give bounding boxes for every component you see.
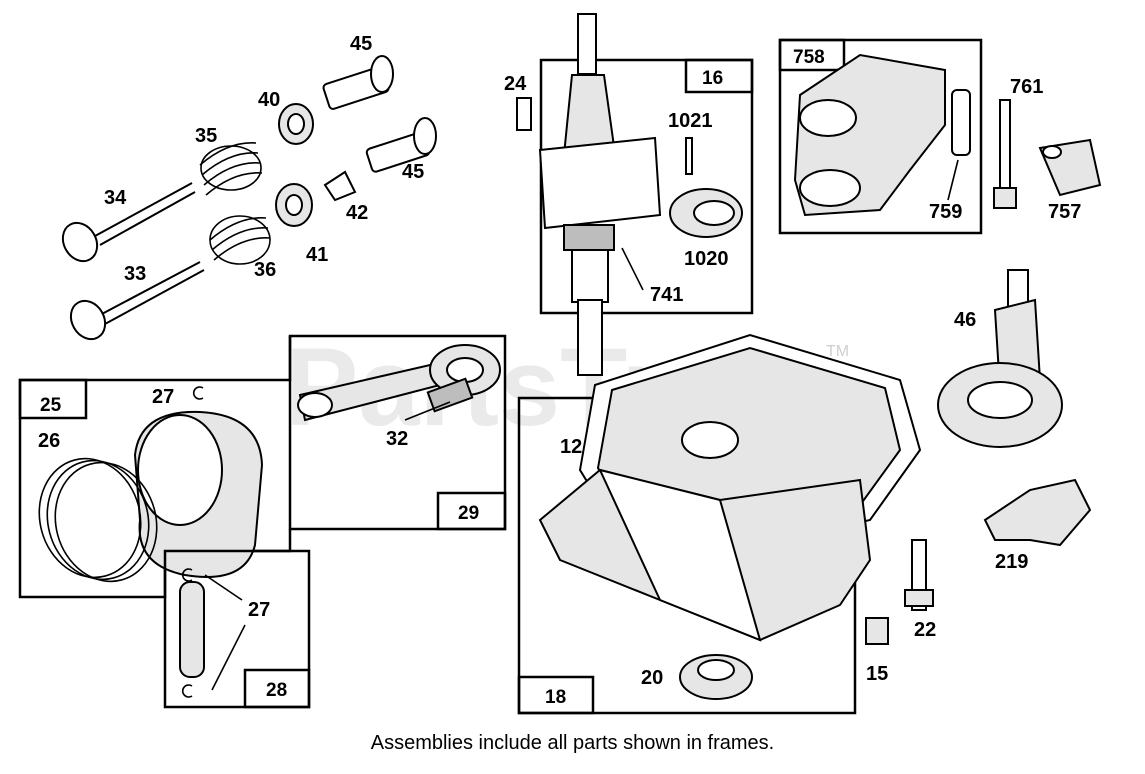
leader-32	[404, 401, 451, 421]
callout-32: 32	[386, 428, 408, 450]
frame-758	[778, 38, 983, 235]
part-36-valve-spring[interactable]	[209, 215, 271, 265]
part-33-valve[interactable]	[64, 261, 205, 345]
callout-40: 40	[258, 89, 280, 111]
part-46-camshaft[interactable]	[937, 269, 1063, 448]
callout-45-upper: 45	[350, 33, 372, 55]
callout-45-lower: 45	[402, 161, 424, 183]
part-42-keeper[interactable]	[323, 170, 357, 202]
callout-22: 22	[914, 619, 936, 641]
part-45-tappet-lower[interactable]	[365, 117, 437, 173]
part-758-bracket[interactable]	[793, 53, 946, 217]
callout-761: 761	[1010, 76, 1043, 98]
callout-1021: 1021	[668, 110, 713, 132]
frame-label-28: 28	[266, 680, 287, 701]
part-45-tappet-upper[interactable]	[322, 55, 394, 110]
part-22-bolt[interactable]	[904, 539, 934, 611]
callout-26: 26	[38, 430, 60, 452]
callout-46: 46	[954, 309, 976, 331]
callout-41: 41	[306, 244, 328, 266]
callout-27-lower: 27	[248, 599, 270, 621]
frame-label-16: 16	[702, 68, 723, 89]
part-15-plug[interactable]	[865, 617, 889, 645]
part-34-valve[interactable]	[56, 182, 196, 267]
part-35-valve-spring[interactable]	[199, 142, 263, 196]
frame-label-25: 25	[40, 395, 62, 416]
callout-219: 219	[995, 551, 1028, 573]
part-32-connecting-rod[interactable]	[297, 344, 501, 422]
callout-35: 35	[195, 125, 217, 147]
frame-label-29: 29	[458, 503, 479, 524]
leader-27-b	[211, 624, 246, 691]
part-27-clip-upper[interactable]	[192, 386, 204, 400]
part-761-bolt[interactable]	[993, 99, 1017, 209]
callout-12: 12	[560, 436, 582, 458]
callout-1020: 1020	[684, 248, 729, 270]
frame-29	[288, 334, 507, 531]
part-40-retainer[interactable]	[278, 103, 314, 145]
frame-28	[163, 549, 311, 709]
callout-34: 34	[104, 187, 127, 209]
callout-741: 741	[650, 284, 683, 306]
part-piston[interactable]	[133, 410, 264, 578]
part-741-crankshaft[interactable]	[538, 13, 662, 376]
callout-759: 759	[929, 201, 962, 223]
part-219-governor[interactable]	[983, 478, 1092, 547]
frame-label-18: 18	[545, 687, 566, 708]
callout-27-upper: 27	[152, 386, 174, 408]
part-759-sleeve[interactable]	[951, 89, 971, 156]
callout-24: 24	[504, 73, 527, 95]
part-757-link[interactable]	[1038, 138, 1102, 197]
part-28-wrist-pin[interactable]	[179, 568, 205, 698]
callout-757: 757	[1048, 201, 1081, 223]
part-1020-gear[interactable]	[669, 188, 743, 238]
part-41-retainer[interactable]	[275, 183, 313, 227]
part-20-seal[interactable]	[679, 654, 753, 700]
frame-16	[539, 58, 754, 315]
watermark-trademark: TM	[826, 343, 849, 360]
part-1021-pin[interactable]	[685, 137, 693, 175]
leader-759	[947, 159, 959, 201]
caption: Assemblies include all parts shown in fr…	[370, 732, 775, 754]
leader-27-a	[204, 574, 243, 601]
callout-42: 42	[346, 202, 368, 224]
part-26-rings[interactable]	[26, 447, 170, 593]
callout-36: 36	[254, 259, 276, 281]
callout-20: 20	[641, 667, 663, 689]
part-24-key[interactable]	[516, 97, 532, 131]
part-crankcase[interactable]	[538, 421, 872, 642]
frame-label-758: 758	[793, 47, 825, 68]
callout-15: 15	[866, 663, 888, 685]
callout-33: 33	[124, 263, 146, 285]
leader-741	[621, 247, 644, 291]
